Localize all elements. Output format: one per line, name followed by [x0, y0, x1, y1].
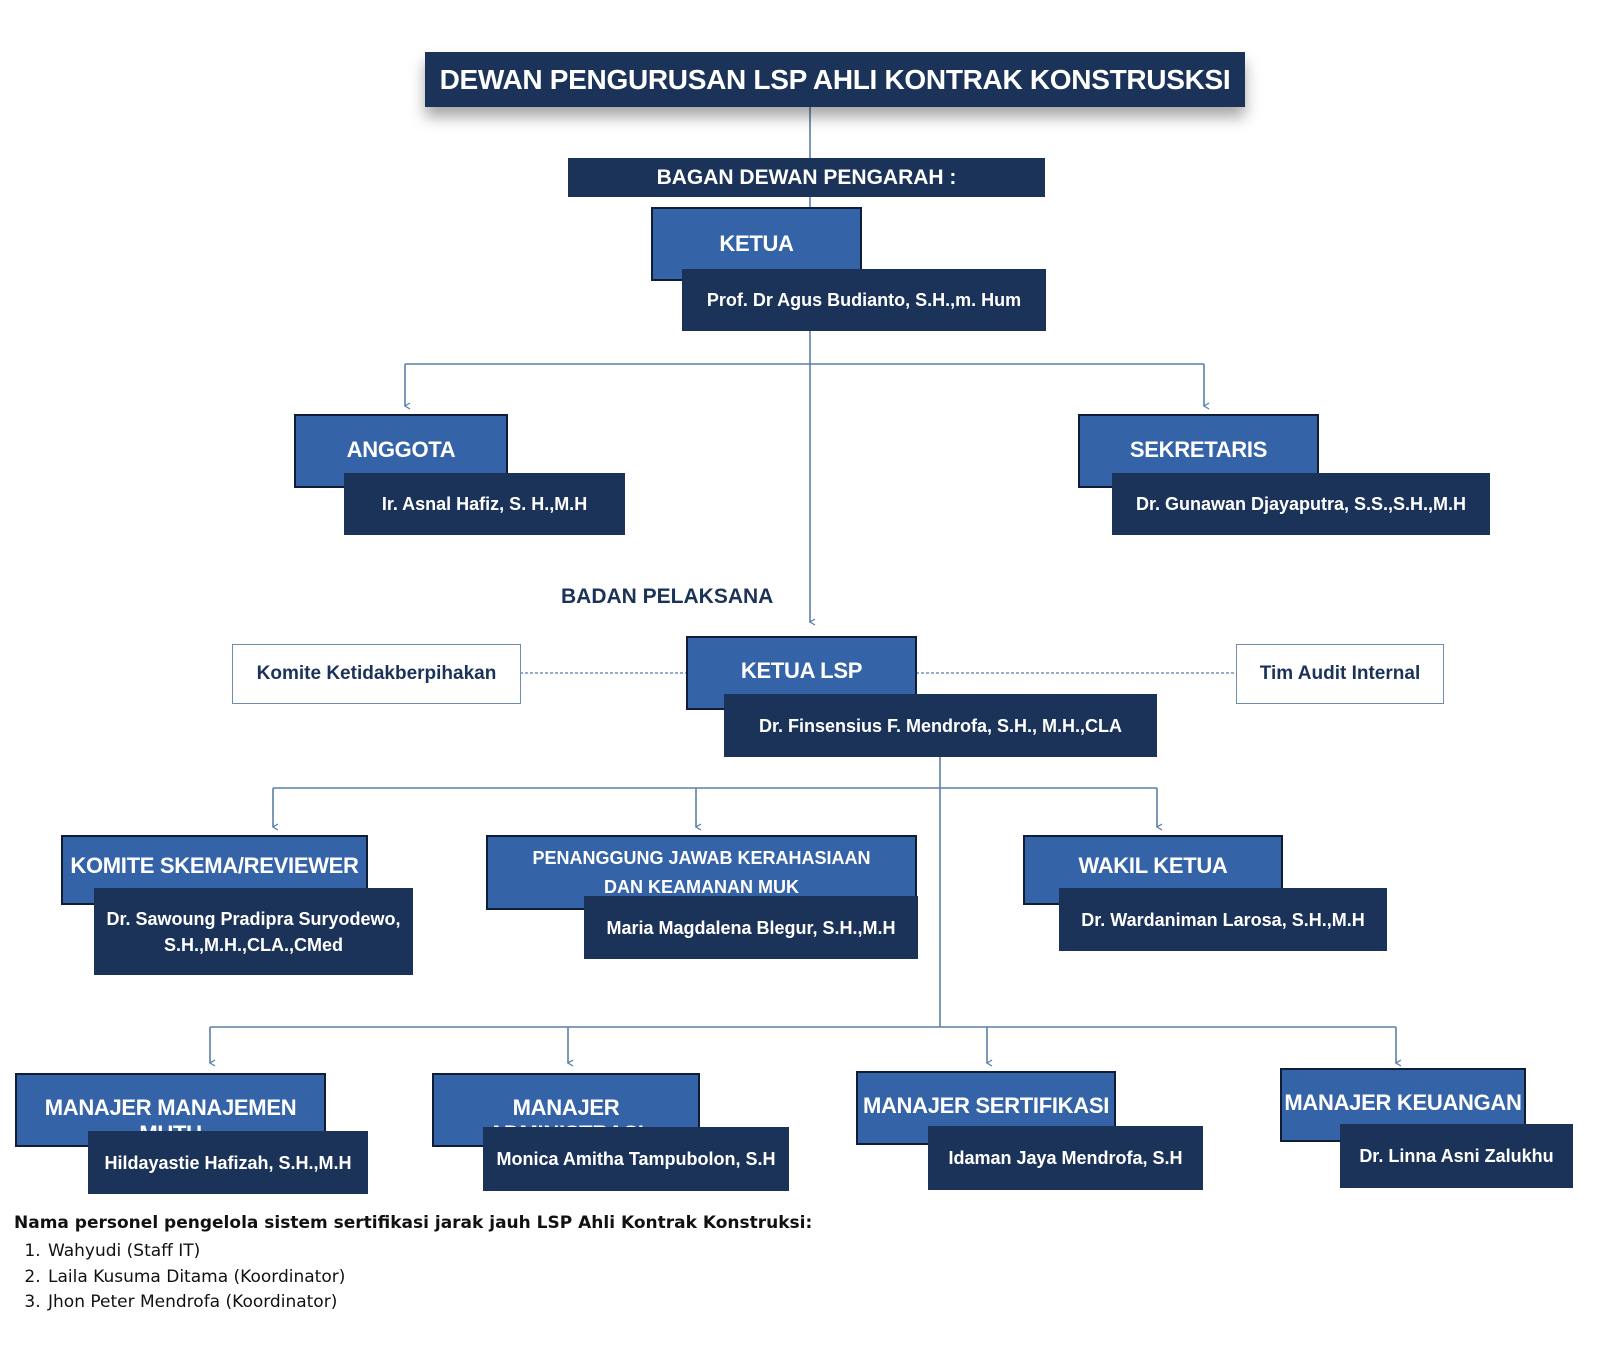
list-item: Laila Kusuma Ditama (Koordinator) — [46, 1265, 812, 1291]
komite-skema-name-box: Dr. Sawoung Pradipra Suryodewo, S.H.,M.H… — [94, 888, 413, 975]
anggota-name-box: Ir. Asnal Hafiz, S. H.,M.H — [344, 473, 625, 535]
manajer-administrasi-name-box: Monica Amitha Tampubolon, S.H — [483, 1127, 789, 1191]
ketua-role-box: KETUA — [651, 207, 862, 281]
tim-audit-internal-box: Tim Audit Internal — [1236, 644, 1444, 704]
ketua-lsp-name-box: Dr. Finsensius F. Mendrofa, S.H., M.H.,C… — [724, 694, 1157, 757]
komite-skema-name-line1: Dr. Sawoung Pradipra Suryodewo, — [106, 908, 401, 929]
badan-pelaksana-label: BADAN PELAKSANA — [561, 585, 774, 608]
penanggung-jawab-name-box: Maria Magdalena Blegur, S.H.,M.H — [584, 896, 918, 959]
wakil-ketua-name-box: Dr. Wardaniman Larosa, S.H.,M.H — [1059, 888, 1387, 951]
sekretaris-name-box: Dr. Gunawan Djayaputra, S.S.,S.H.,M.H — [1112, 473, 1490, 535]
manajer-keuangan-name-box: Dr. Linna Asni Zalukhu — [1340, 1124, 1573, 1188]
manajer-sertifikasi-name-box: Idaman Jaya Mendrofa, S.H — [928, 1126, 1203, 1190]
penanggung-jawab-role-line2: DAN KEAMANAN MUK — [604, 877, 799, 897]
personnel-section: Nama personel pengelola sistem sertifika… — [14, 1213, 812, 1316]
komite-ketidakberpihakan-box: Komite Ketidakberpihakan — [232, 644, 521, 704]
list-item: Jhon Peter Mendrofa (Koordinator) — [46, 1290, 812, 1316]
komite-skema-name-line2: S.H.,M.H.,CLA.,CMed — [164, 934, 343, 955]
dewan-pengarah-banner: BAGAN DEWAN PENGARAH : — [568, 158, 1045, 197]
manajer-mutu-name-box: Hildayastie Hafizah, S.H.,M.H — [88, 1131, 368, 1194]
personnel-list: Wahyudi (Staff IT) Laila Kusuma Ditama (… — [14, 1239, 812, 1316]
penanggung-jawab-role-line1: PENANGGUNG JAWAB KERAHASIAAN — [532, 848, 871, 868]
ketua-name-box: Prof. Dr Agus Budianto, S.H.,m. Hum — [682, 269, 1046, 331]
chart-title: DEWAN PENGURUSAN LSP AHLI KONTRAK KONSTR… — [425, 52, 1245, 107]
personnel-title: Nama personel pengelola sistem sertifika… — [14, 1213, 813, 1233]
list-item: Wahyudi (Staff IT) — [46, 1239, 812, 1265]
